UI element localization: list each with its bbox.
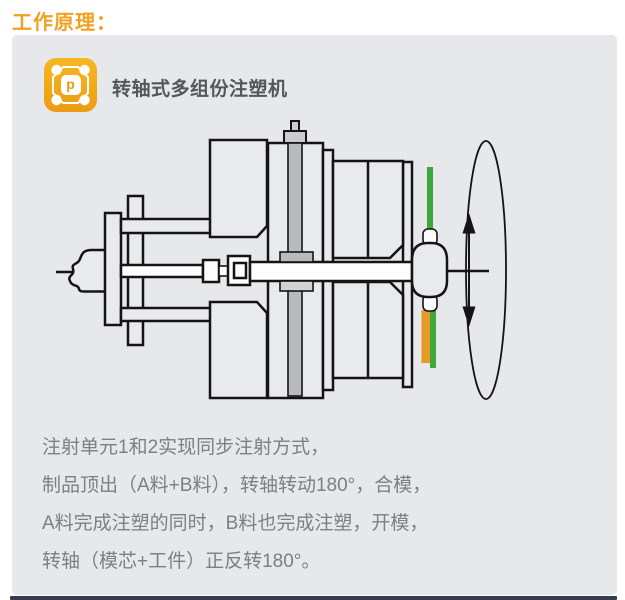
description-line: 转轴（模芯+工件）正反转180°。 — [42, 551, 321, 572]
description-line: 注射单元1和2实现同步注射方式， — [42, 437, 330, 458]
mold-plate-icon-art — [51, 64, 90, 106]
diagram-heading: 转轴式多组份注塑机 — [112, 79, 288, 100]
mold-plate-icon: p — [44, 58, 97, 112]
process-description: 注射单元1和2实现同步注射方式， 制品顶出（A料+B料），转轴转动180°，合模… — [42, 429, 602, 581]
icon-letter: p — [60, 75, 81, 95]
page-title: 工作原理： — [12, 12, 117, 34]
description-line: A料完成注塑的同时，B料也完成注塑，开模， — [42, 513, 429, 534]
description-line: 制品顶出（A料+B料），转轴转动180°，合模， — [42, 475, 432, 496]
next-section-edge — [10, 596, 617, 600]
